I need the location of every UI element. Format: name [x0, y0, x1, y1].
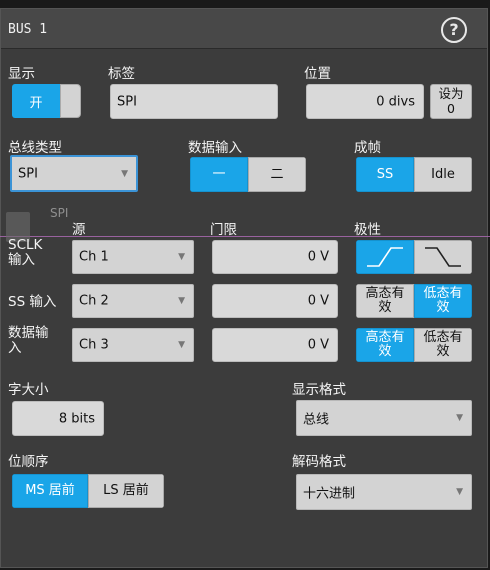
framing-segmented: SS Idle — [356, 157, 472, 192]
display-format-select[interactable]: 总线 ▼ — [296, 400, 472, 436]
ss-active-low-button[interactable]: 低态有 效 — [414, 284, 472, 318]
source-column-header: 源 — [72, 222, 86, 238]
tag-input[interactable]: SPI — [110, 84, 278, 119]
display-toggle-on[interactable]: 开 — [12, 84, 60, 118]
bit-order-label: 位顺序 — [8, 454, 49, 470]
data-active-high-button[interactable]: 高态有 效 — [356, 328, 414, 362]
window-title: BUS 1 — [8, 22, 48, 37]
sclk-threshold-input[interactable]: 0 V — [212, 240, 338, 274]
ss-source-select[interactable]: Ch 2 ▼ — [72, 284, 194, 318]
chevron-down-icon: ▼ — [456, 487, 463, 497]
ms-first-button[interactable]: MS 居前 — [12, 474, 88, 508]
rising-edge-icon — [367, 247, 403, 267]
data-input-label: 数据输 入 — [8, 325, 49, 356]
display-label: 显示 — [8, 66, 35, 82]
ss-threshold-input[interactable]: 0 V — [212, 284, 338, 318]
tag-label: 标签 — [108, 66, 135, 82]
help-icon[interactable]: ? — [441, 17, 467, 43]
ghost-marker — [6, 212, 30, 242]
falling-edge-button[interactable] — [414, 240, 472, 274]
chevron-down-icon: ▼ — [456, 413, 463, 423]
data-inputs-label: 数据输入 — [188, 140, 242, 156]
framing-ss[interactable]: SS — [356, 157, 414, 192]
framing-idle[interactable]: Idle — [414, 157, 472, 192]
ss-polarity-segmented: 高态有 效 低态有 效 — [356, 284, 472, 318]
ss-active-high-button[interactable]: 高态有 效 — [356, 284, 414, 318]
data-inputs-segmented: 一 二 — [190, 157, 306, 192]
polarity-column-header: 极性 — [354, 222, 381, 238]
chevron-down-icon: ▼ — [121, 168, 128, 179]
falling-edge-icon — [425, 247, 461, 267]
data-polarity-segmented: 高态有 效 低态有 效 — [356, 328, 472, 362]
display-format-label: 显示格式 — [292, 382, 346, 398]
decode-format-select[interactable]: 十六进制 ▼ — [296, 474, 472, 510]
sclk-input-label: SCLK 输入 — [8, 237, 43, 268]
data-active-low-button[interactable]: 低态有 效 — [414, 328, 472, 362]
position-input[interactable]: 0 divs — [306, 84, 424, 119]
data-inputs-two[interactable]: 二 — [248, 157, 306, 192]
marker-line — [0, 236, 490, 237]
ss-input-label: SS 输入 — [8, 294, 57, 310]
threshold-column-header: 门限 — [210, 222, 237, 238]
word-size-input[interactable]: 8 bits — [12, 401, 104, 436]
set-zero-button[interactable]: 设为 0 — [430, 84, 472, 119]
data-inputs-one[interactable]: 一 — [190, 157, 248, 192]
data-source-select[interactable]: Ch 3 ▼ — [72, 328, 194, 362]
chevron-down-icon: ▼ — [178, 340, 185, 350]
rising-edge-button[interactable] — [356, 240, 414, 274]
chevron-down-icon: ▼ — [178, 252, 185, 262]
framing-label: 成帧 — [354, 140, 381, 156]
chevron-down-icon: ▼ — [178, 296, 185, 306]
word-size-label: 字大小 — [8, 382, 49, 398]
bus-type-label: 总线类型 — [8, 140, 62, 156]
data-threshold-input[interactable]: 0 V — [212, 328, 338, 362]
sclk-source-select[interactable]: Ch 1 ▼ — [72, 240, 194, 274]
bus-type-select[interactable]: SPI ▼ — [10, 155, 138, 192]
display-toggle-knob[interactable] — [60, 84, 81, 118]
bit-order-segmented: MS 居前 LS 居前 — [12, 474, 164, 508]
ls-first-button[interactable]: LS 居前 — [88, 474, 164, 508]
position-label: 位置 — [304, 66, 331, 82]
sclk-polarity-segmented — [356, 240, 472, 274]
decode-format-label: 解码格式 — [292, 454, 346, 470]
ghost-marker-label: SPI — [50, 206, 69, 220]
title-bar: BUS 1 ? — [1, 9, 487, 49]
